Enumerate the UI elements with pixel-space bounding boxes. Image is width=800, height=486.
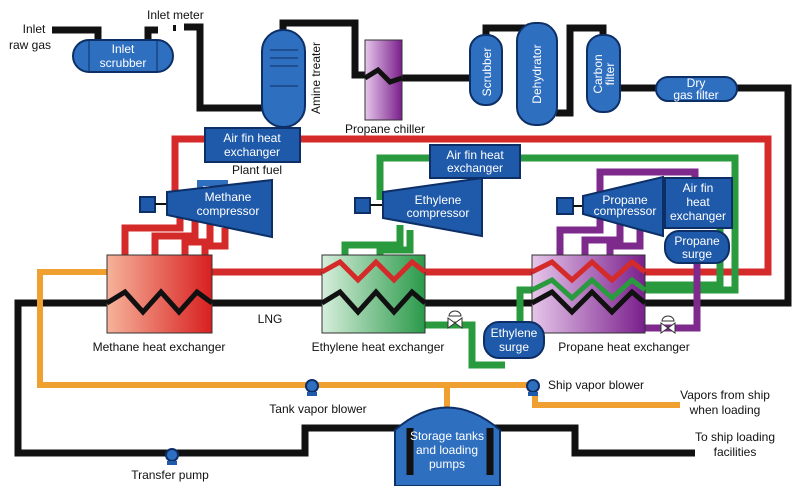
methane-heat-exchanger[interactable]: [105, 254, 214, 334]
ship-vapor-blower-icon[interactable]: [526, 379, 540, 396]
inlet-gas-line: [14, 19, 792, 457]
inlet-meter-label: Inlet meter: [147, 8, 204, 22]
svg-text:Carbonfilter: Carbonfilter: [591, 54, 617, 93]
amine-treater[interactable]: [261, 29, 306, 128]
transfer-pump-label: Transfer pump: [131, 468, 209, 482]
propane-heat-exchanger[interactable]: [530, 254, 647, 334]
carbon-filter-label: Carbon: [591, 54, 605, 93]
propane-hx-label: Propane heat exchanger: [558, 340, 689, 354]
inlet-meter-icon: [173, 25, 176, 31]
scrubber[interactable]: Scrubber: [469, 34, 503, 106]
to-ship-loading-label: To ship loading: [695, 430, 775, 444]
transfer-pump-icon[interactable]: [165, 448, 179, 465]
dry-gas-filter-label: Dry: [687, 76, 706, 90]
scrubber-label: Scrubber: [480, 48, 494, 97]
tank-vapor-blower-label: Tank vapor blower: [269, 402, 366, 416]
propane-chiller-label: Propane chiller: [345, 122, 425, 136]
tank-vapor-blower-icon[interactable]: [305, 379, 319, 396]
ship-vapor-blower-label: Ship vapor blower: [548, 378, 644, 392]
dehydrator-label: Dehydrator: [530, 44, 544, 103]
carbon-filter[interactable]: Carbonfilter: [586, 34, 621, 113]
propane-refrigerant-loop: [556, 168, 701, 332]
propane-chiller[interactable]: [363, 39, 403, 121]
ethylene-heat-exchanger[interactable]: [320, 254, 427, 334]
amine-treater-label: Amine treater: [309, 42, 323, 114]
vapors-from-ship-label: Vapors from ship: [680, 388, 770, 402]
ethylene-expansion-valve[interactable]: [447, 310, 463, 329]
inlet-scrubber-label: Inlet: [112, 42, 135, 56]
inlet-raw-gas-label: Inlet: [23, 22, 46, 36]
plant-fuel-label: Plant fuel: [232, 163, 282, 177]
ethylene-hx-label: Ethylene heat exchanger: [312, 340, 445, 354]
dehydrator[interactable]: Dehydrator: [516, 22, 558, 126]
lng-label: LNG: [258, 312, 283, 326]
methane-hx-label: Methane heat exchanger: [93, 340, 226, 354]
propane-expansion-valve[interactable]: [660, 315, 676, 334]
